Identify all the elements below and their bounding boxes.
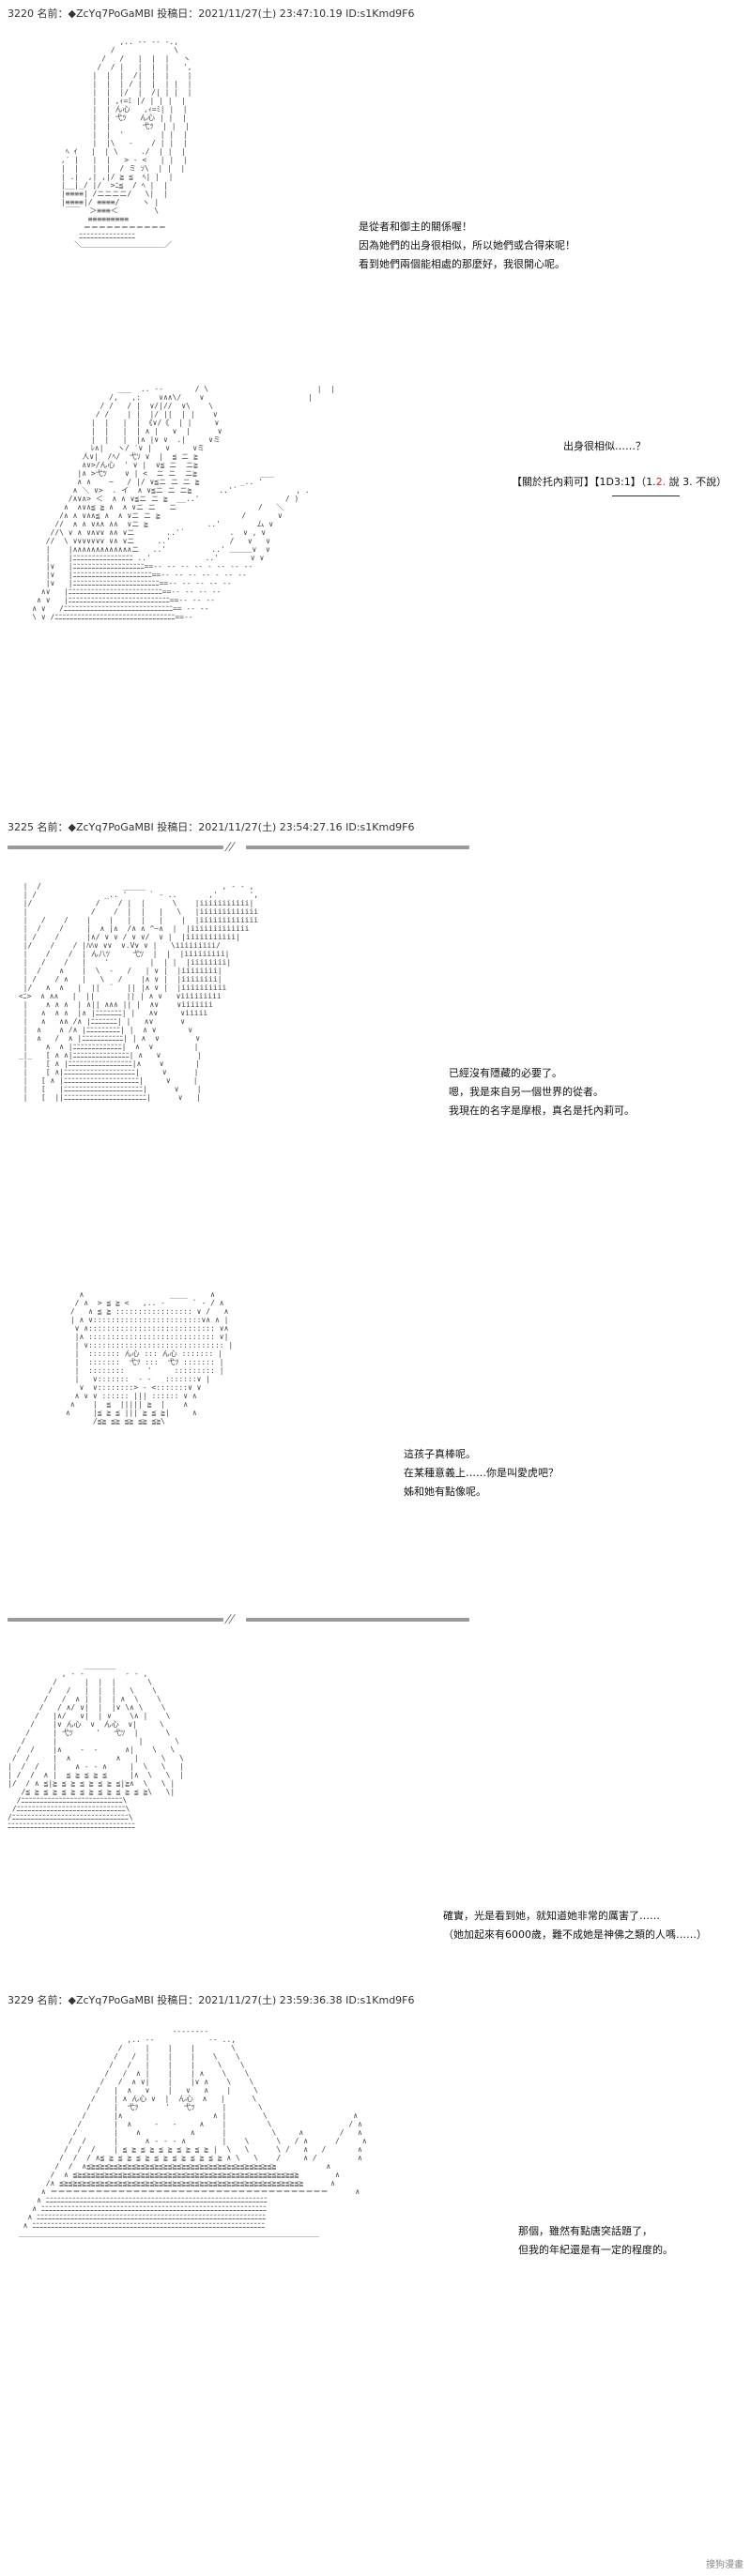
dialogue-line: 因為她們的出身很相似，所以她們或合得來呢！ — [359, 239, 575, 252]
ascii-art-long-hair-girl: _______ , - ‐ ‐ - , / | | | \ / / | | | … — [8, 1661, 184, 1830]
ascii-art-tiger-girl: ∧ ____ ∧ / ∧ > ≦ ≧ < ,.. ‐ ` ‐ / ∧ / ∧ ≦… — [66, 1290, 234, 1425]
dialogue-line: 那個，雖然有點唐突話題了， — [518, 2225, 652, 2237]
dialogue-line: 我現在的名字是摩根，真名是托內莉可。 — [449, 1105, 635, 1117]
dialogue-line: 但我的年紀還是有一定的程度的。 — [518, 2244, 673, 2256]
section-divider — [246, 1618, 469, 1622]
dialogue-line: 在某種意義上……你是叫愛虎吧？ — [404, 1467, 559, 1479]
dialogue-block-3: 已經沒有隱藏的必要了。 嗯，我是來自另一個世界的從者。 我現在的名字是摩根，真名… — [449, 1064, 635, 1120]
dialogue-line: 出身很相似……？ — [563, 440, 646, 452]
dialogue-block-1: 是從者和御主的關係喔！ 因為她們的出身很相似，所以她們或合得來呢！ 看到她們兩個… — [359, 218, 575, 274]
post-header-2: 3225 名前：◆ZcYq7PoGaMBI 投稿日：2021/11/27(土) … — [8, 821, 415, 833]
post-header-1: 3220 名前：◆ZcYq7PoGaMBI 投稿日：2021/11/27(土) … — [8, 8, 415, 20]
choice-rest: 說 3. 不說） — [666, 476, 728, 488]
dialogue-line: 這孩子真棒呢。 — [404, 1448, 476, 1460]
dialogue-block-5: 確實，光是看到她，就知道她非常的厲害了…… （她加起來有6000歲，難不成她是神… — [443, 1907, 707, 1944]
section-divider — [8, 1618, 223, 1622]
ascii-art-morgan-staff: | / _____ , - ‐ , | / _.. ' ` ‐ .. ,' ',… — [18, 882, 259, 1102]
dialogue-line: 已經沒有隱藏的必要了。 — [449, 1067, 562, 1079]
choice-underline — [612, 495, 680, 496]
section-divider — [8, 846, 223, 849]
ascii-art-girl-surrounded: ‐‐‐‐‐‐‐‐ ,.. -‐ ‐- .., / | | | \ / / | |… — [18, 2027, 367, 2238]
section-divider — [246, 846, 469, 849]
choice-result: 1 — [623, 476, 631, 488]
divider-mark: // — [223, 840, 237, 853]
ascii-art-girl-hand-on-chin: ,.. -‐ ‐‐ -., / \ / / | | | ヽ / / | | | … — [60, 38, 192, 249]
dialogue-block-6: 那個，雖然有點唐突話題了， 但我的年紀還是有一定的程度的。 — [518, 2222, 673, 2260]
dialogue-line: 看到她們兩個能相處的那麼好，我很開心呢。 — [359, 258, 565, 270]
divider-mark: // — [223, 1612, 237, 1625]
watermark: 搜狗漫畫 — [706, 2560, 743, 2570]
dialogue-block-2: 出身很相似……？ — [563, 437, 646, 456]
post-header-3: 3229 名前：◆ZcYq7PoGaMBI 投稿日：2021/11/27(土) … — [8, 1994, 415, 2006]
dialogue-line: 嗯，我是來自另一個世界的從者。 — [449, 1086, 604, 1098]
choice-roll: 【關於托內莉可】【1D3:1】（1.2. 說 3. 不說） — [512, 474, 727, 489]
choice-mid: 】（ — [630, 476, 647, 488]
dialogue-line: 確實，光是看到她，就知道她非常的厲害了…… — [443, 1910, 660, 1922]
dialogue-line: （她加起來有6000歲，難不成她是神佛之類的人嗎……） — [443, 1928, 707, 1941]
choice-prefix: 【關於托內莉可】【1D3: — [512, 476, 624, 488]
dialogue-line: 姊和她有點像呢。 — [404, 1486, 486, 1498]
dialogue-line: 是從者和御主的關係喔！ — [359, 221, 472, 233]
dialogue-block-4: 這孩子真棒呢。 在某種意義上……你是叫愛虎吧？ 姊和她有點像呢。 — [404, 1445, 559, 1501]
ascii-art-two-figures: ___ .. -‐ / \ | | /, ,: ∨∧∧\/ ∨ | / / / … — [32, 385, 335, 621]
choice-option-1: 1. — [646, 476, 656, 488]
choice-option-2: 2. — [655, 476, 667, 488]
